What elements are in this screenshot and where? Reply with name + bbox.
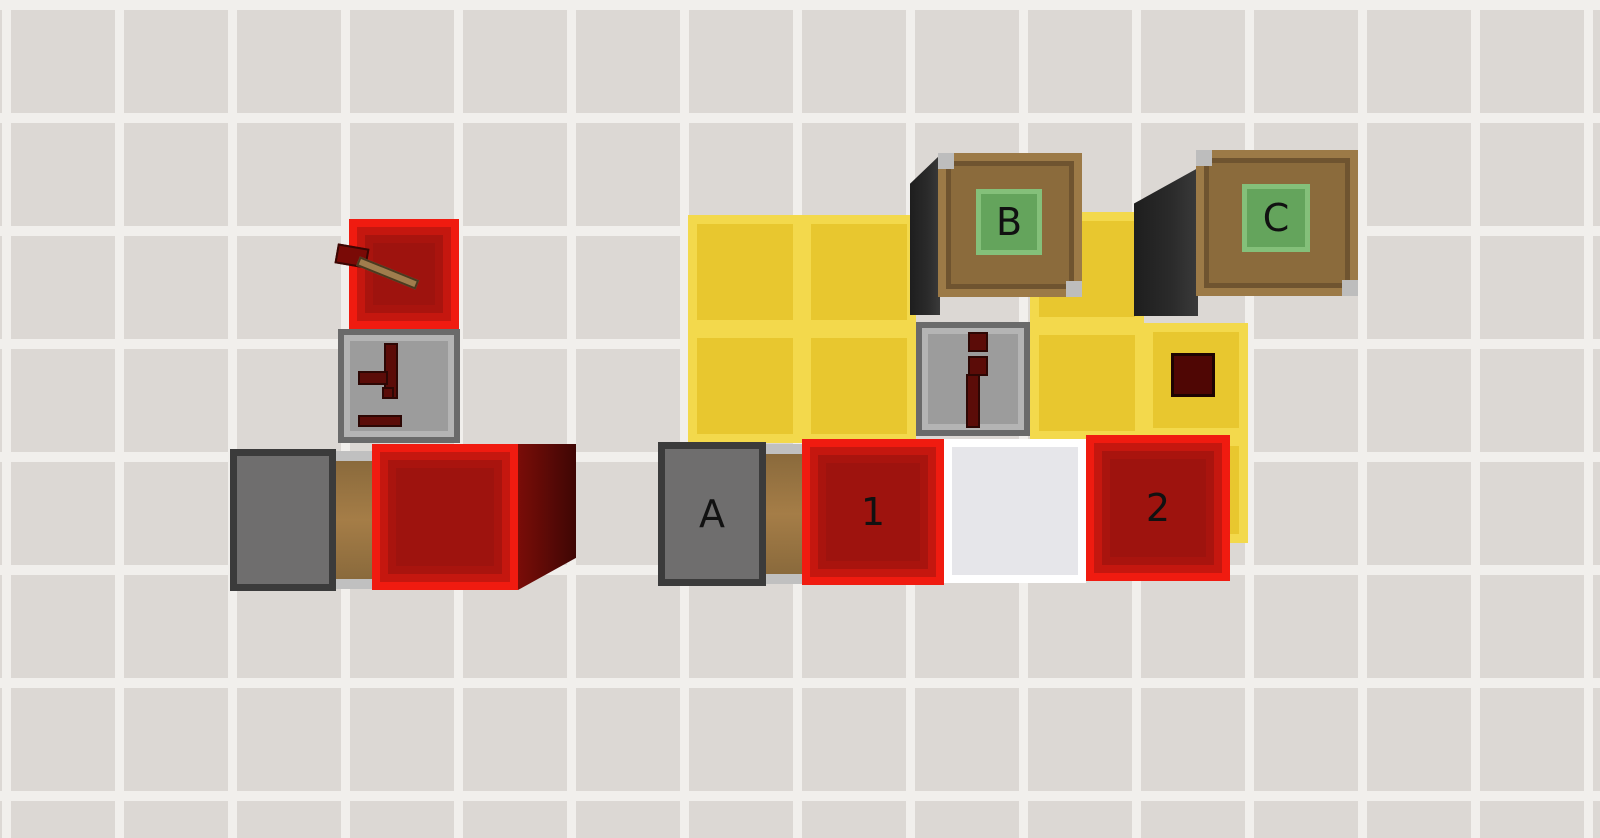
barrel-b-side bbox=[910, 155, 940, 315]
barrel-b-label: B bbox=[995, 200, 1023, 244]
left-piston-arm bbox=[336, 451, 372, 589]
barrel-c-plate: C bbox=[1242, 184, 1310, 252]
barrel-b[interactable]: B bbox=[938, 153, 1082, 297]
barrel-c-label: C bbox=[1262, 196, 1290, 240]
redstone-block-2-label: 2 bbox=[1145, 486, 1171, 530]
barrel-b-plate: B bbox=[976, 189, 1042, 255]
right-piston-arm bbox=[766, 444, 802, 584]
redstone-block-1-label: 1 bbox=[860, 490, 886, 534]
gold-block-r2c2[interactable] bbox=[802, 329, 916, 443]
right-comparator[interactable] bbox=[916, 322, 1030, 436]
left-redstone-block-front[interactable] bbox=[372, 444, 518, 590]
redstone-block-1[interactable]: 1 bbox=[802, 439, 944, 585]
white-block[interactable] bbox=[944, 439, 1086, 583]
redstone-dust-icon bbox=[1171, 353, 1215, 397]
dropper-a-label: A bbox=[699, 492, 725, 536]
gold-block-r2c4[interactable] bbox=[1030, 326, 1144, 440]
left-piston-base[interactable] bbox=[230, 449, 336, 591]
left-repeater[interactable] bbox=[338, 329, 460, 443]
gold-block-r2c1[interactable] bbox=[688, 329, 802, 443]
gold-block-r1c2[interactable] bbox=[802, 215, 916, 329]
left-redstone-block-side bbox=[518, 444, 576, 590]
barrel-c[interactable]: C bbox=[1196, 150, 1358, 296]
barrel-c-side bbox=[1134, 168, 1198, 316]
lever-icon[interactable] bbox=[330, 238, 430, 290]
dropper-a[interactable]: A bbox=[658, 442, 766, 586]
gold-block-r1c1[interactable] bbox=[688, 215, 802, 329]
redstone-block-2[interactable]: 2 bbox=[1086, 435, 1230, 581]
